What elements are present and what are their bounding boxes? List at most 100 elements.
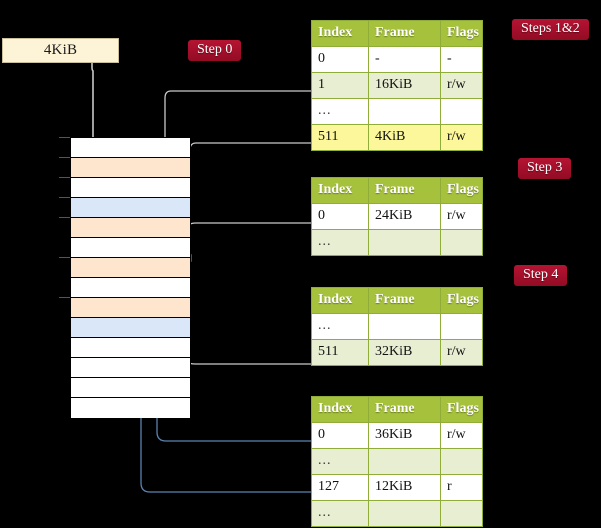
table-row[interactable]: ... — [312, 229, 482, 255]
column-header-index: Index — [312, 178, 369, 203]
cell-index: 0 — [312, 204, 369, 229]
cell-flags — [441, 501, 482, 526]
cell-index: ... — [312, 501, 369, 526]
column-header-flags: Flags — [447, 25, 479, 40]
cell-frame: - — [369, 47, 441, 72]
cell-flags — [441, 99, 482, 124]
memory-row — [71, 158, 190, 178]
cell-index: ... — [312, 314, 369, 339]
memory-row — [71, 258, 190, 278]
step-3-label: Step 3 — [518, 158, 572, 179]
memory-row — [71, 198, 190, 218]
cell-flags: r/w — [447, 344, 466, 359]
cell-flags: r/w — [447, 208, 466, 223]
column-header-index: Index — [312, 21, 369, 46]
memory-row — [71, 278, 190, 298]
cell-frame — [369, 449, 441, 474]
cell-index: ... — [312, 449, 369, 474]
cell-index: 1 — [312, 73, 369, 98]
wire-memory-to-l2-row511 — [175, 304, 311, 365]
column-header-index: Index — [312, 397, 369, 422]
cell-flags: r/w — [441, 125, 482, 150]
table-row[interactable]: ... — [312, 313, 482, 339]
cell-frame — [369, 230, 441, 255]
memory-tick — [59, 177, 70, 178]
cell-frame: 16KiB — [369, 73, 441, 98]
cell-frame: 4KiB — [369, 125, 441, 150]
cell-frame: 32KiB — [369, 340, 441, 365]
table-row[interactable]: 0-- — [312, 46, 482, 72]
memory-row — [71, 318, 190, 338]
cell-index: ... — [312, 230, 369, 255]
table-row[interactable]: ... — [312, 448, 482, 474]
memory-tick — [59, 157, 70, 158]
column-header-flags: Flags — [447, 182, 479, 197]
cell-frame — [369, 314, 441, 339]
cell-flags: r/w — [447, 427, 466, 442]
column-header-flags: Flags — [447, 401, 479, 416]
memory-row — [71, 178, 190, 198]
cell-frame: 36KiB — [369, 423, 441, 448]
frame-box-label: 4KiB — [43, 42, 78, 58]
memory-tick — [59, 197, 70, 198]
cell-index: 127 — [312, 475, 369, 500]
cell-frame — [369, 501, 441, 526]
memory-row — [71, 238, 190, 258]
memory-row — [71, 298, 190, 318]
memory-row — [71, 398, 190, 418]
step-4-label: Step 4 — [514, 265, 568, 286]
column-header-frame: Frame — [369, 21, 441, 46]
column-header-frame: Frame — [369, 178, 441, 203]
step-0-label: Step 0 — [188, 40, 242, 61]
memory-tick — [59, 297, 70, 298]
memory-row — [71, 218, 190, 238]
wire-memory-to-l4-row511 — [189, 142, 311, 152]
cell-frame: 12KiB — [369, 475, 441, 500]
memory-row — [71, 138, 190, 158]
cell-frame: 24KiB — [369, 204, 441, 229]
cell-index: 0 — [312, 47, 369, 72]
cell-index: ... — [312, 99, 369, 124]
steps-1and2-label: Steps 1&2 — [512, 19, 589, 40]
column-header-frame: Frame — [369, 397, 441, 422]
cell-flags — [441, 449, 482, 474]
physical-memory-column — [70, 137, 191, 418]
cell-index: 511 — [312, 340, 369, 365]
frame-box-4kib: 4KiB — [2, 38, 119, 63]
cell-flags: - — [447, 51, 452, 66]
cell-flags — [441, 230, 482, 255]
cell-frame — [369, 99, 441, 124]
memory-tick — [59, 257, 70, 258]
cell-flags — [441, 314, 482, 339]
table-row[interactable]: ... — [312, 500, 482, 526]
memory-tick — [59, 137, 70, 138]
cell-flags: r/w — [447, 77, 466, 92]
memory-row — [71, 338, 190, 358]
cell-index: 0 — [312, 423, 369, 448]
wire-4kib-to-memory — [91, 63, 100, 152]
cell-flags: r — [447, 479, 452, 494]
memory-tick — [59, 217, 70, 218]
column-header-index: Index — [312, 288, 369, 313]
wire-l3-row0-to-memory — [184, 222, 311, 262]
cell-index: 511 — [312, 125, 369, 150]
column-header-frame: Frame — [369, 288, 441, 313]
memory-row — [71, 358, 190, 378]
table-row[interactable]: ... — [312, 98, 482, 124]
memory-row — [71, 378, 190, 398]
